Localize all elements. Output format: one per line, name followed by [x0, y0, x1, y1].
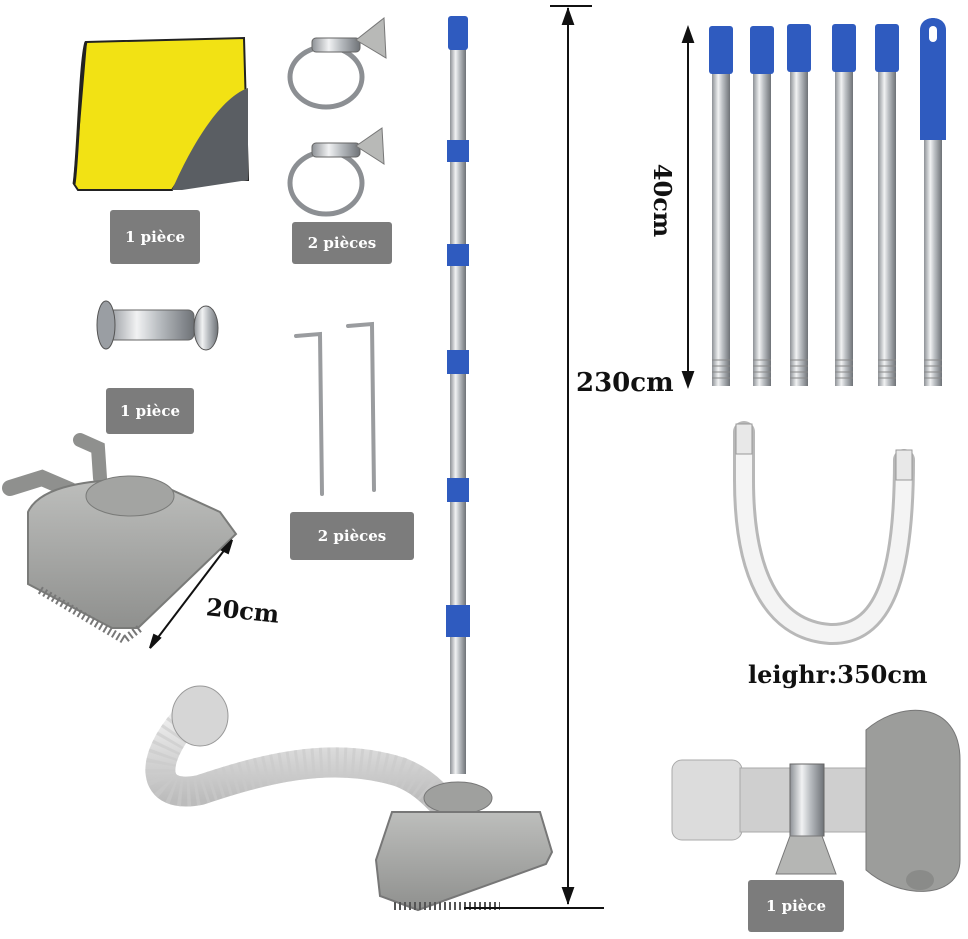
width-dimension-arrow — [149, 539, 233, 649]
hose-adapter-icon — [671, 709, 961, 892]
towel-quantity-badge: 1 pièce — [110, 210, 200, 264]
white-hose-icon — [733, 421, 915, 646]
microfiber-towel-icon — [72, 36, 250, 191]
pole-length-label: 230cm — [576, 368, 674, 398]
hose-clamp-icon — [287, 17, 387, 110]
connector-pin-icon — [96, 300, 219, 351]
pole-sections-icon — [709, 18, 946, 386]
clamps-quantity-badge: 2 pièces — [292, 222, 392, 264]
pole-length-dimension-line — [464, 5, 604, 909]
section-length-label: 40cm — [648, 163, 678, 238]
section-length-dimension-line — [681, 25, 695, 389]
connector-quantity-badge: 1 pièce — [106, 388, 194, 434]
hex-keys-quantity-badge: 2 pièces — [290, 512, 414, 560]
brush-head-mounted-icon — [374, 781, 554, 912]
brush-head-icon — [2, 433, 238, 645]
telescopic-pole-icon — [446, 16, 470, 774]
vacuum-hose-icon — [145, 685, 455, 815]
hose-clamp-icon — [287, 127, 385, 217]
hose-length-label: leighr:350cm — [748, 660, 928, 689]
hex-key-icon — [294, 321, 376, 496]
adapter-quantity-badge: 1 pièce — [748, 880, 844, 932]
